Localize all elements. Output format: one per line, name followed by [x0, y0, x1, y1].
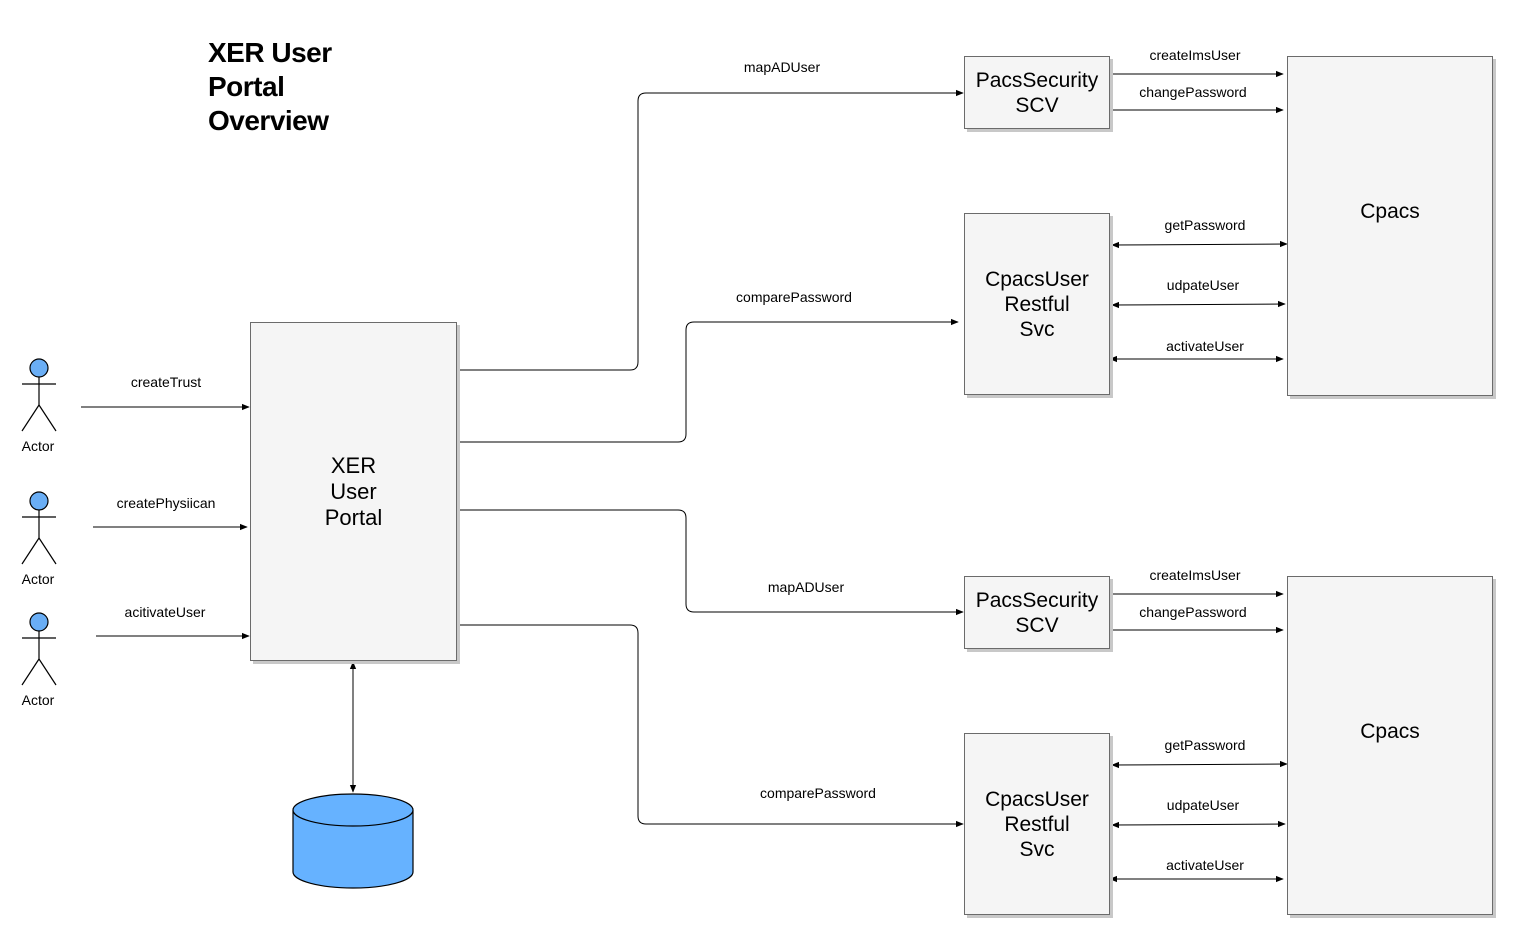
- get-password-label: getPassword: [1164, 217, 1246, 233]
- actor-label: Actor: [21, 438, 55, 454]
- diagram-title: XER User Portal Overview: [208, 36, 428, 138]
- title-line: XER User: [208, 37, 332, 68]
- compare-password-label: comparePassword: [736, 289, 852, 305]
- map-ad-user-label: mapADUser: [767, 579, 845, 595]
- pacs-security-label-line: PacsSecurity: [975, 588, 1099, 612]
- create-physician-label: createPhysiican: [116, 495, 216, 511]
- cpacs-user-label-line: CpacsUser: [985, 787, 1089, 811]
- cpacs-label: Cpacs: [1360, 200, 1420, 223]
- actor-icon: [21, 612, 57, 686]
- actor-label: Actor: [21, 571, 55, 587]
- update-user-label: udpateUser: [1166, 797, 1240, 813]
- cpacs-user-restful-svc-box: CpacsUser Restful Svc: [964, 213, 1110, 395]
- create-ims-user-label: createImsUser: [1149, 567, 1241, 583]
- update-user-arrow: [1111, 820, 1286, 829]
- pacs-security-scv-box: PacsSecurity SCV: [964, 56, 1110, 129]
- cpacs-box: Cpacs: [1287, 56, 1493, 396]
- xer-user-portal-box: XER User Portal: [250, 322, 457, 661]
- map-ad-user-connector-bottom: [460, 509, 964, 616]
- create-ims-user-label: createImsUser: [1149, 47, 1241, 63]
- change-password-label: changePassword: [1139, 604, 1247, 620]
- cpacs-user-label-line: CpacsUser: [985, 267, 1089, 291]
- title-line: Overview: [208, 105, 329, 136]
- cpacs-box: Cpacs: [1287, 576, 1493, 915]
- activate-user-sync-label: activateUser: [1166, 857, 1244, 873]
- pacs-security-scv-box: PacsSecurity SCV: [964, 576, 1110, 649]
- cpacs-user-label-line: Svc: [1019, 837, 1055, 861]
- cpacs-label: Cpacs: [1360, 720, 1420, 743]
- map-ad-user-connector-top: [460, 89, 964, 371]
- activate-user-label: acitivateUser: [124, 604, 206, 620]
- get-password-label: getPassword: [1164, 737, 1246, 753]
- portal-label-line: User: [330, 478, 377, 504]
- cpacs-user-label-line: Restful: [1004, 812, 1070, 836]
- actor-icon: [21, 358, 57, 432]
- change-password-label: changePassword: [1139, 84, 1247, 100]
- get-password-arrow: [1111, 760, 1288, 769]
- portal-label-line: Portal: [324, 504, 383, 530]
- update-user-label: udpateUser: [1166, 277, 1240, 293]
- activate-user-sync-label: activateUser: [1166, 338, 1244, 354]
- compare-password-connector-top: [457, 318, 959, 443]
- portal-label-line: XER: [330, 452, 377, 478]
- pacs-security-label-line: SCV: [1015, 613, 1059, 637]
- pacs-security-label-line: PacsSecurity: [975, 68, 1099, 92]
- cpacs-user-restful-svc-box: CpacsUser Restful Svc: [964, 733, 1110, 915]
- database-icon: [292, 793, 414, 889]
- cpacs-user-label-line: Svc: [1019, 317, 1055, 341]
- update-user-arrow: [1111, 300, 1286, 309]
- compare-password-label: comparePassword: [760, 785, 876, 801]
- title-line: Portal: [208, 71, 285, 102]
- compare-password-connector-bottom: [458, 624, 964, 828]
- actor-label: Actor: [21, 692, 55, 708]
- map-ad-user-label: mapADUser: [743, 59, 821, 75]
- get-password-arrow: [1111, 240, 1288, 249]
- cpacs-user-label-line: Restful: [1004, 292, 1070, 316]
- create-trust-label: createTrust: [130, 374, 202, 390]
- actor-icon: [21, 491, 57, 565]
- pacs-security-label-line: SCV: [1015, 93, 1059, 117]
